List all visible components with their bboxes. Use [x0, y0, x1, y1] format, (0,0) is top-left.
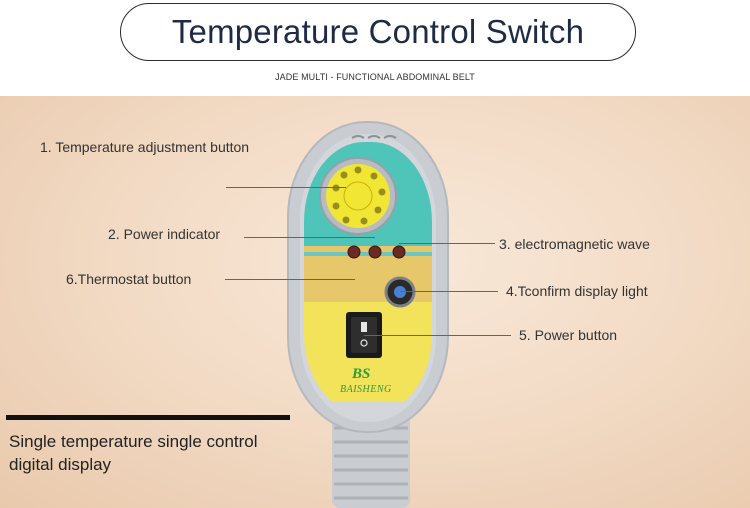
callout-line-em	[399, 243, 495, 244]
callout-line-thermostat	[225, 279, 355, 280]
confirm-light-knob[interactable]	[384, 276, 416, 308]
callout-line-temp	[226, 187, 346, 188]
footer-line-2: digital display	[9, 455, 112, 474]
label-em-wave: 3. electromagnetic wave	[499, 236, 650, 252]
label-confirm-light: 4.Tconfirm display light	[506, 283, 648, 299]
label-thermostat: 6.Thermostat button	[66, 271, 192, 287]
footer-divider	[6, 415, 290, 420]
label-temp-adjust: 1. Temperature adjustment button	[40, 139, 250, 155]
callout-line-power	[244, 237, 375, 238]
brand-logo: BS	[352, 366, 371, 382]
callout-line-powerbtn	[364, 335, 511, 336]
brand-name: BAISHENG	[340, 384, 392, 395]
footer-caption: Single temperature single control digita…	[9, 430, 309, 476]
page-title: Temperature Control Switch	[171, 13, 585, 50]
cable	[332, 412, 410, 508]
label-power-button: 5. Power button	[519, 327, 618, 343]
power-indicator-light	[368, 245, 382, 259]
title-pill: Temperature Control Switch	[120, 3, 636, 61]
page-subtitle: JADE MULTI - FUNCTIONAL ABDOMINAL BELT	[275, 72, 475, 82]
thermostat-light	[347, 245, 361, 259]
em-wave-light	[392, 245, 406, 259]
footer-line-1: Single temperature single control	[9, 432, 258, 451]
callout-line-confirm	[400, 291, 498, 292]
temperature-dial[interactable]	[319, 157, 397, 235]
label-power-indicator: 2. Power indicator	[108, 226, 221, 242]
